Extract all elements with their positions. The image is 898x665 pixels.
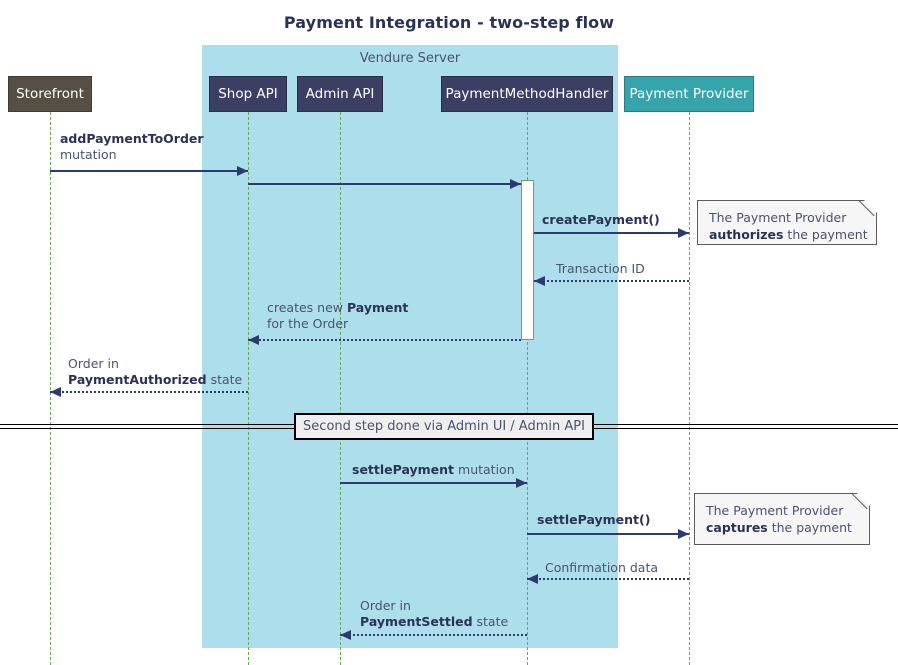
- message-label-confirmation-data: Confirmation data: [545, 560, 658, 576]
- handler-activation: [521, 180, 534, 340]
- arrow-head-order-payment-settled: [340, 630, 351, 640]
- label-line-1: addPaymentToOrder: [60, 131, 204, 146]
- message-line-create-payment: [534, 232, 689, 234]
- note-fold-edge-icon: [859, 200, 877, 218]
- lifeline-shop-api: [248, 112, 249, 665]
- divider-label-box: Second step done via Admin UI / Admin AP…: [294, 413, 594, 440]
- note-fold-edge-icon: [852, 493, 870, 511]
- label-line-1: creates new Payment: [267, 300, 409, 315]
- message-line-order-payment-settled: [340, 634, 527, 636]
- page-title: Payment Integration - two-step flow: [283, 13, 615, 32]
- message-line-settle-payment-mutation: [340, 482, 527, 484]
- label-line-2: PaymentAuthorized state: [68, 372, 243, 387]
- participant-handler[interactable]: PaymentMethodHandler: [441, 76, 613, 112]
- message-line-transaction-id: [534, 280, 689, 282]
- participant-storefront[interactable]: Storefront: [8, 76, 92, 112]
- note-line-2: authorizes the payment: [709, 227, 868, 242]
- note-line-2: captures the payment: [706, 520, 852, 535]
- label-line-1: createPayment(): [542, 212, 660, 227]
- note-captures: The Payment Provider captures the payment: [694, 493, 870, 545]
- message-label-settle-payment-call: settlePayment(): [537, 512, 650, 528]
- label-line-1: settlePayment mutation: [352, 462, 515, 477]
- label-line-2: PaymentSettled state: [360, 614, 509, 629]
- participant-admin-api[interactable]: Admin API: [297, 76, 383, 112]
- note-line-1: The Payment Provider: [709, 210, 847, 225]
- arrow-head-shop-api-to-handler: [510, 179, 521, 189]
- lifeline-handler: [527, 112, 528, 665]
- message-line-creates-new-payment: [248, 339, 521, 341]
- participant-shop-api[interactable]: Shop API: [209, 76, 287, 112]
- label-line-1: Transaction ID: [556, 261, 645, 276]
- message-label-transaction-id: Transaction ID: [556, 261, 645, 277]
- note-authorizes: The Payment Provider authorizes the payme…: [697, 200, 877, 245]
- lifeline-admin-api: [340, 112, 341, 665]
- lifeline-provider: [689, 112, 690, 665]
- message-label-settle-payment-mutation: settlePayment mutation: [352, 462, 515, 478]
- message-line-settle-payment-call: [527, 533, 689, 535]
- arrow-head-creates-new-payment: [248, 335, 259, 345]
- message-label-create-payment: createPayment(): [542, 212, 660, 228]
- group-label: Vendure Server: [359, 51, 461, 66]
- label-line-2: for the Order: [267, 316, 349, 331]
- note-line-1: The Payment Provider: [706, 503, 844, 518]
- arrow-head-create-payment: [678, 228, 689, 238]
- message-line-order-payment-authorized: [50, 391, 248, 393]
- arrow-head-confirmation-data: [527, 574, 538, 584]
- arrow-head-settle-payment-call: [678, 529, 689, 539]
- arrow-head-settle-payment-mutation: [516, 478, 527, 488]
- label-line-1: Order in: [360, 598, 411, 613]
- label-line-1: settlePayment(): [537, 512, 651, 527]
- group-box-vendure-server: Vendure Server: [202, 45, 618, 648]
- label-line-1: Order in: [68, 356, 119, 371]
- label-line-2: mutation: [60, 147, 117, 162]
- message-line-shop-api-to-handler: [248, 183, 521, 185]
- label-line-1: Confirmation data: [545, 560, 659, 575]
- arrow-head-add-payment-to-order: [237, 166, 248, 176]
- message-line-add-payment-to-order: [50, 170, 248, 172]
- participant-provider[interactable]: Payment Provider: [624, 76, 754, 112]
- arrow-head-order-payment-authorized: [50, 387, 61, 397]
- message-line-confirmation-data: [527, 578, 689, 580]
- arrow-head-transaction-id: [534, 276, 545, 286]
